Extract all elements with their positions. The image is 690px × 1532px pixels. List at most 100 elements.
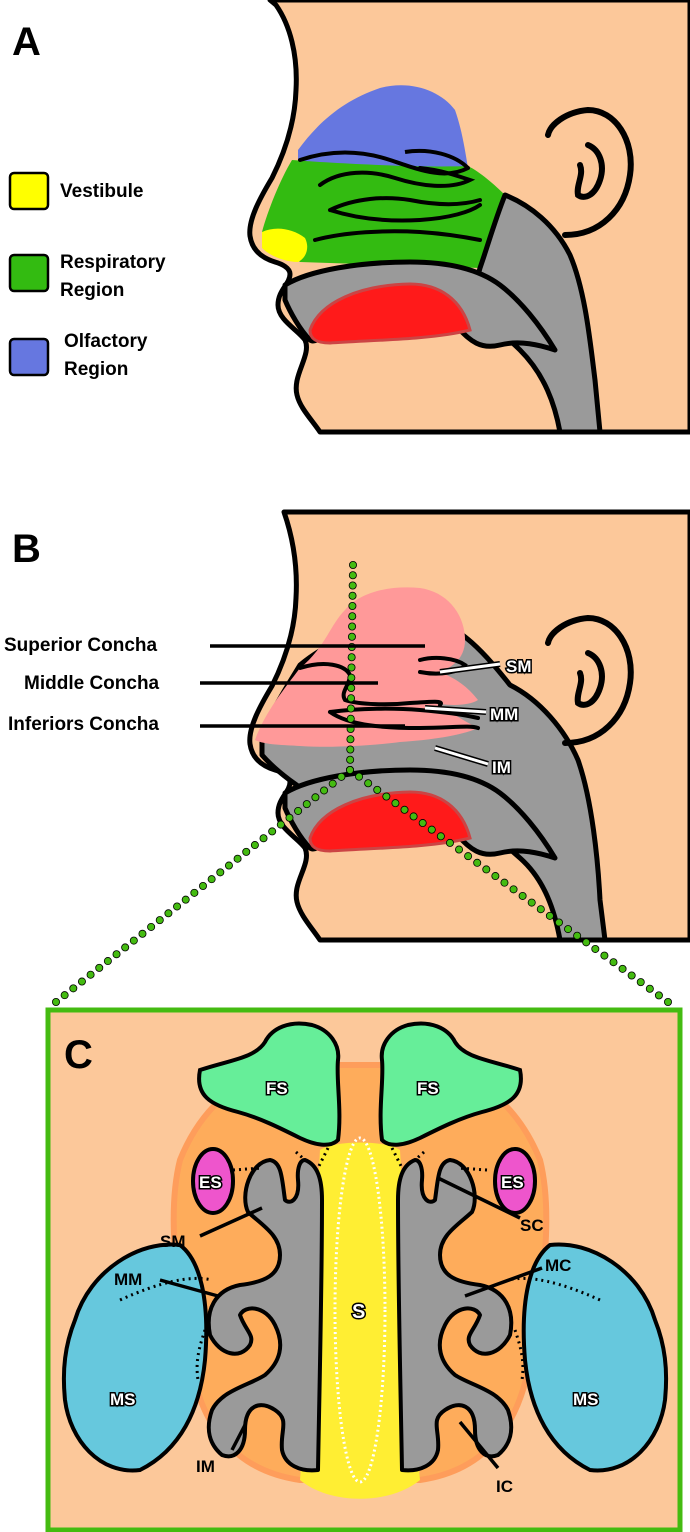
green-dot: [329, 780, 336, 787]
green-dot: [234, 855, 241, 862]
green-dot: [419, 819, 426, 826]
label-es-right: ES: [501, 1173, 524, 1192]
legend-label: Respiratory: [60, 252, 166, 273]
legend-label: Region: [64, 359, 128, 380]
label-ic: IC: [496, 1477, 513, 1496]
green-dot: [70, 985, 77, 992]
legend-label: Olfactory: [64, 331, 148, 352]
green-dot: [303, 801, 310, 808]
green-dot: [348, 633, 355, 640]
green-dot: [347, 736, 354, 743]
green-dot: [122, 944, 129, 951]
green-dot: [61, 992, 68, 999]
panel-a-letter: A: [12, 20, 41, 64]
green-dot: [173, 903, 180, 910]
green-dot: [555, 919, 562, 926]
green-dot: [583, 939, 590, 946]
green-dot: [348, 684, 355, 691]
green-dot: [277, 821, 284, 828]
green-dot: [349, 561, 356, 568]
green-dot: [510, 886, 517, 893]
green-dot: [574, 932, 581, 939]
green-dot: [474, 859, 481, 866]
label-ms-left: MS: [110, 1390, 136, 1409]
green-dot: [446, 839, 453, 846]
green-dot: [374, 786, 381, 793]
green-dot: [349, 613, 356, 620]
green-dot: [610, 959, 617, 966]
green-dot: [348, 654, 355, 661]
green-dot: [349, 572, 356, 579]
green-dot: [78, 978, 85, 985]
legend-label: Vestibule: [60, 181, 143, 202]
panel-b: B Superior Concha Middle Concha Inferior…: [4, 512, 690, 1006]
label-sm: SM: [160, 1232, 186, 1251]
green-dot: [401, 806, 408, 813]
green-dot: [655, 992, 662, 999]
green-dot: [437, 833, 444, 840]
green-dot: [320, 787, 327, 794]
green-dot: [104, 957, 111, 964]
green-dot: [243, 848, 250, 855]
green-dot: [87, 971, 94, 978]
legend-item-respiratory: Respiratory Region: [10, 252, 166, 301]
label-es-left: ES: [199, 1173, 222, 1192]
green-dot: [501, 879, 508, 886]
label-superior-concha: Superior Concha: [4, 635, 158, 656]
green-dot: [96, 964, 103, 971]
green-dot: [346, 766, 353, 773]
label-fs-right: FS: [417, 1079, 439, 1098]
green-dot: [260, 835, 267, 842]
green-dot: [455, 846, 462, 853]
legend-label: Region: [60, 280, 124, 301]
label-mm: MM: [114, 1270, 142, 1289]
legend-item-olfactory: Olfactory Region: [10, 331, 148, 380]
green-dot: [355, 773, 362, 780]
green-dot: [139, 930, 146, 937]
green-dot: [537, 906, 544, 913]
green-dot: [130, 937, 137, 944]
green-dot: [519, 892, 526, 899]
label-sm: SM: [506, 657, 532, 676]
legend-item-vestibule: Vestibule: [10, 173, 143, 209]
green-dot: [601, 952, 608, 959]
green-dot: [269, 828, 276, 835]
legend-swatch: [10, 173, 48, 209]
green-dot: [349, 602, 356, 609]
panel-c-letter: C: [64, 1033, 93, 1077]
green-dot: [286, 814, 293, 821]
legend: Vestibule Respiratory Region Olfactory R…: [10, 173, 166, 380]
green-dot: [492, 872, 499, 879]
green-dot: [428, 826, 435, 833]
green-dot: [338, 773, 345, 780]
green-dot: [619, 965, 626, 972]
green-dot: [156, 917, 163, 924]
green-dot: [148, 923, 155, 930]
green-dot: [410, 813, 417, 820]
green-dot: [564, 925, 571, 932]
green-dot: [347, 715, 354, 722]
green-dot: [347, 746, 354, 753]
green-dot: [199, 882, 206, 889]
label-mc: MC: [545, 1256, 571, 1275]
green-dot: [52, 998, 59, 1005]
green-dot: [225, 862, 232, 869]
green-dot: [483, 866, 490, 873]
green-dot: [295, 807, 302, 814]
green-dot: [365, 780, 372, 787]
green-dot: [349, 582, 356, 589]
green-dot: [349, 592, 356, 599]
label-im: IM: [492, 758, 511, 777]
green-dot: [546, 912, 553, 919]
label-fs-left: FS: [266, 1079, 288, 1098]
label-ms-right: MS: [573, 1390, 599, 1409]
green-dot: [348, 674, 355, 681]
panel-a: A Vestibule Respiratory R: [10, 0, 690, 432]
green-dot: [347, 695, 354, 702]
legend-swatch: [10, 255, 48, 291]
green-dot: [392, 800, 399, 807]
green-dot: [347, 705, 354, 712]
green-dot: [646, 985, 653, 992]
panel-b-letter: B: [12, 527, 41, 571]
